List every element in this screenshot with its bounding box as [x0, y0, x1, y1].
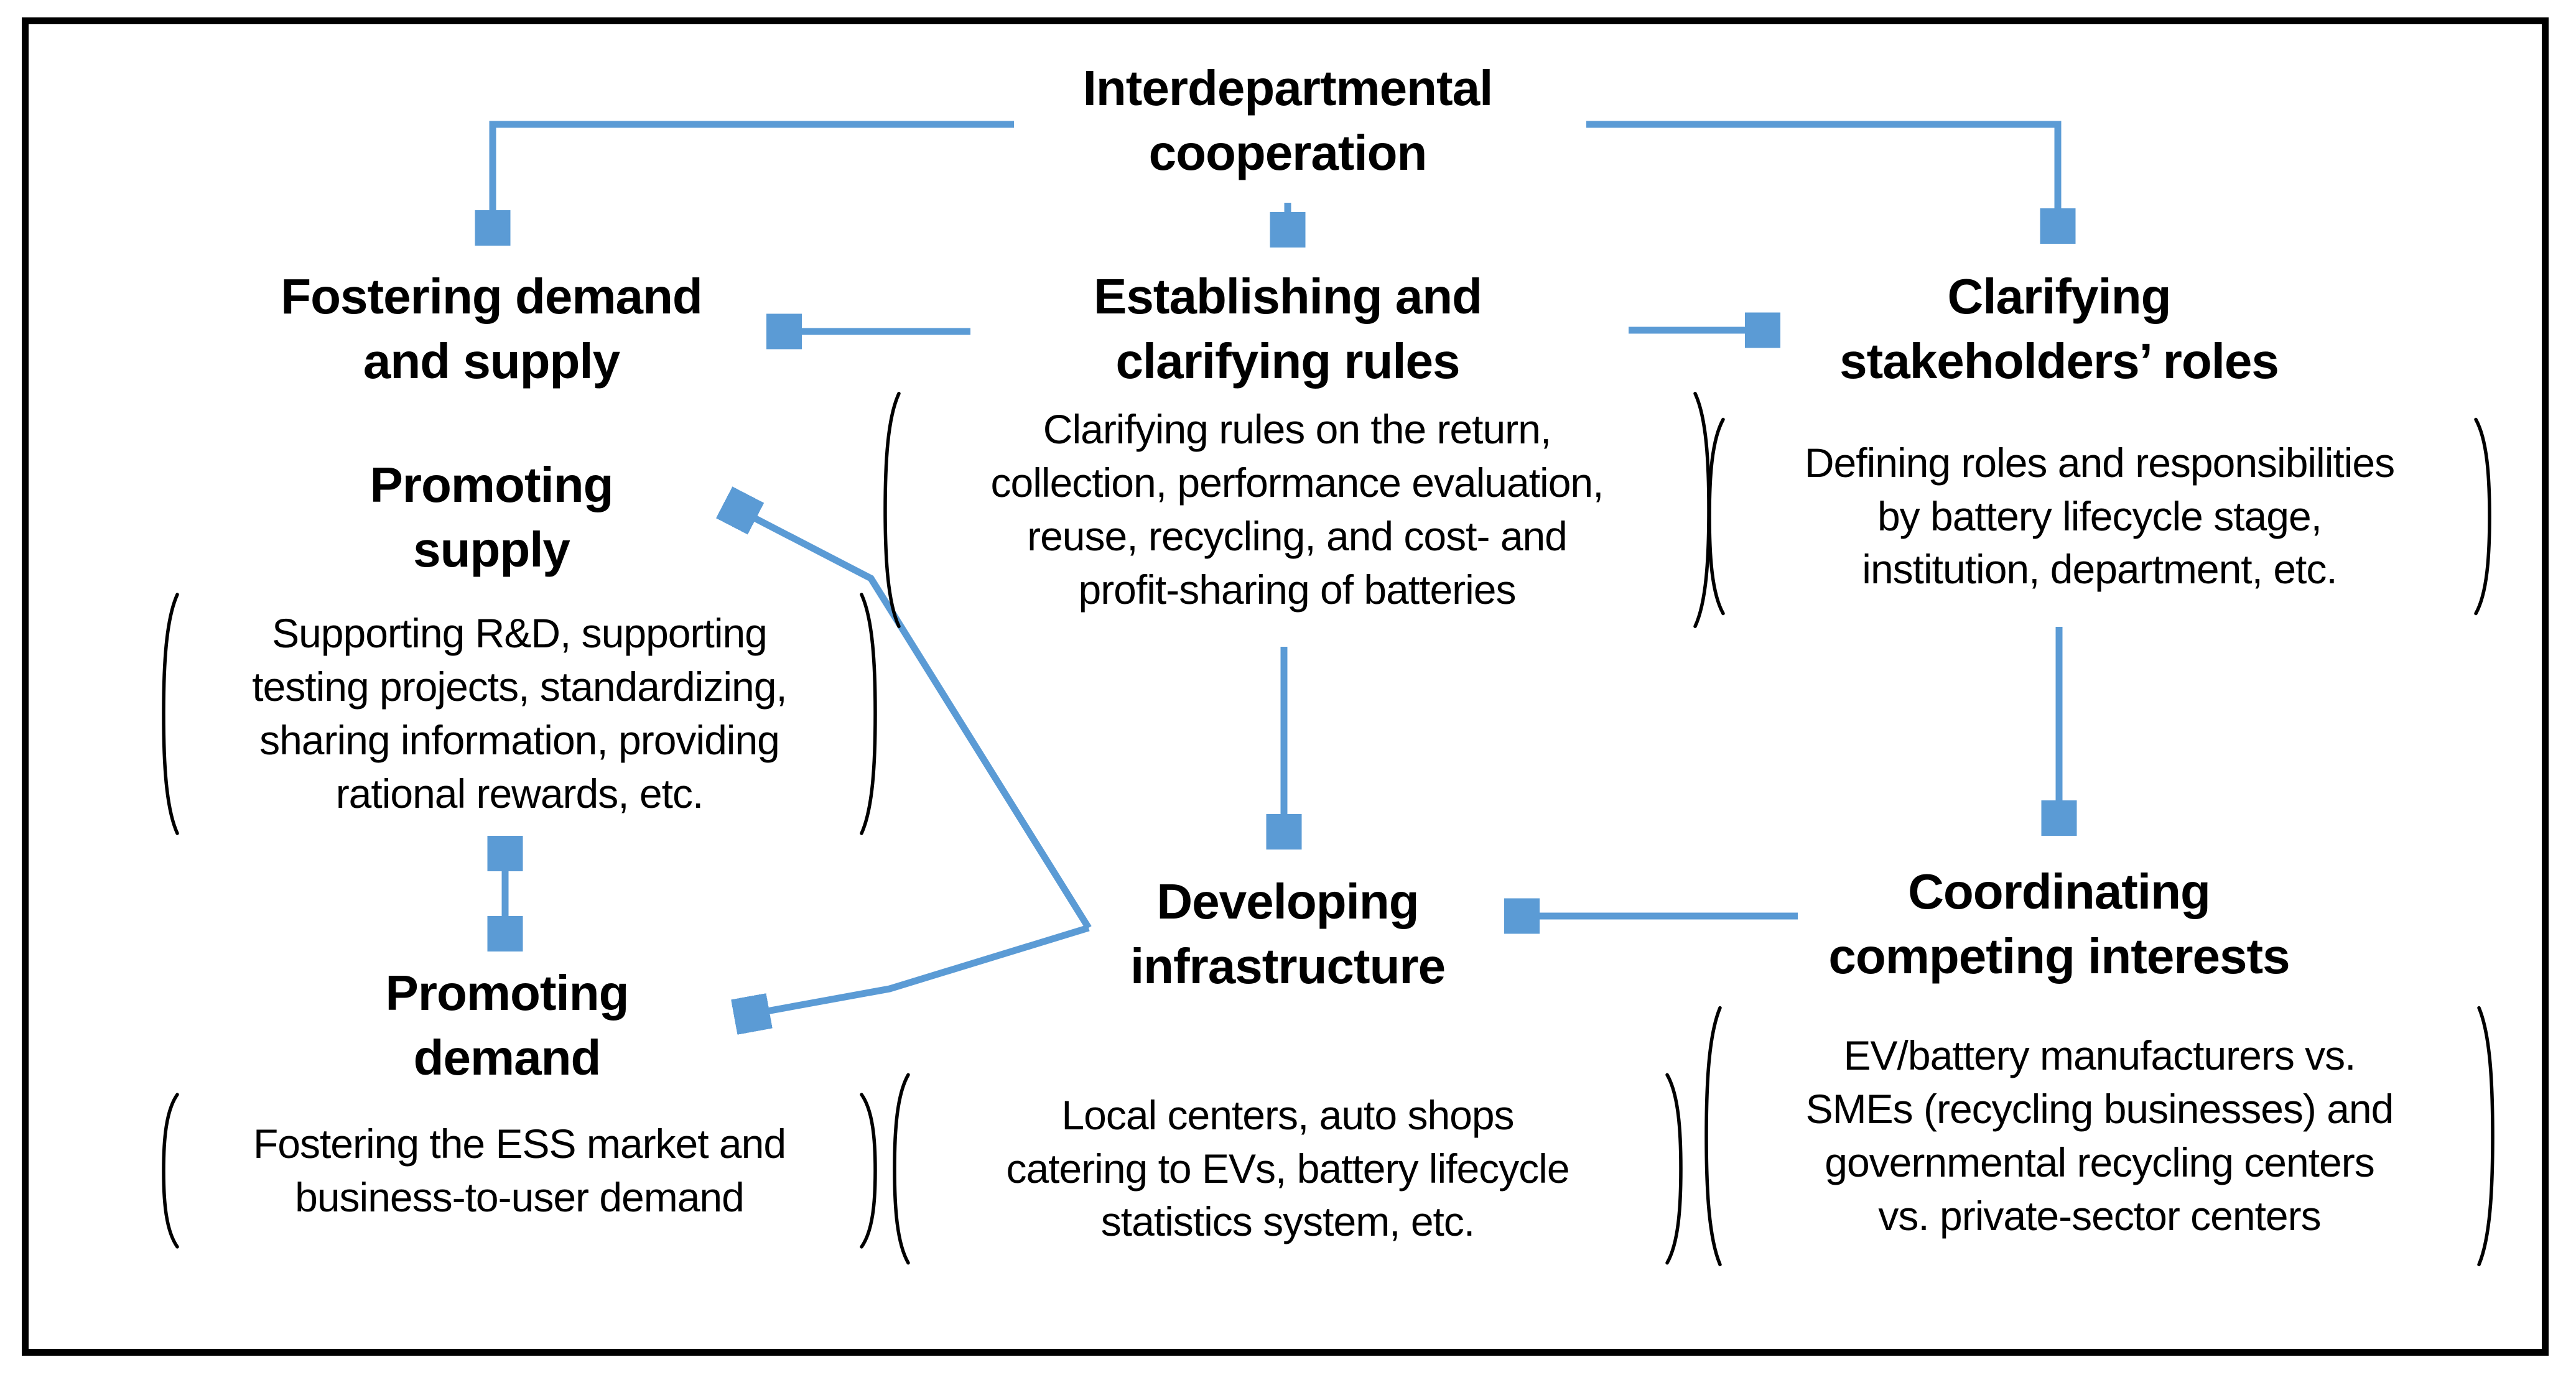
- detail-interests: EV/battery manufacturers vs. SMEs (recyc…: [1701, 1002, 2498, 1270]
- detail-demand: Fostering the ESS market and business-to…: [159, 1091, 880, 1250]
- left-paren-icon: [880, 389, 903, 631]
- detail-supply-text: Supporting R&D, supporting testing proje…: [252, 610, 787, 817]
- detail-infrastructure-text: Local centers, auto shops catering to EV…: [1006, 1091, 1569, 1245]
- node-coordinating-competing-interests: Coordinating competing interests: [1828, 864, 2290, 984]
- node-clarifying-stakeholders-roles: Clarifying stakeholders’ roles: [1839, 269, 2279, 389]
- detail-interests-text: EV/battery manufacturers vs. SMEs (recyc…: [1805, 1032, 2394, 1239]
- node-establishing-and-clarifying-rules: Establishing and clarifying rules: [1093, 269, 1482, 389]
- node-interdepartmental-cooperation: Interdepartmental cooperation: [1082, 60, 1494, 180]
- detail-infrastructure: Local centers, auto shops catering to EV…: [890, 1071, 1686, 1267]
- left-paren-icon: [890, 1071, 912, 1267]
- detail-roles-text: Defining roles and responsibilities by b…: [1804, 439, 2395, 593]
- node-fostering-demand-and-supply: Fostering demand and supply: [281, 269, 702, 389]
- diagram-border: [22, 17, 2549, 1356]
- node-promoting-supply: Promoting supply: [370, 457, 614, 577]
- detail-demand-text: Fostering the ESS market and business-to…: [253, 1120, 786, 1220]
- detail-rules-text: Clarifying rules on the return, collecti…: [990, 406, 1604, 613]
- left-paren-icon: [159, 1091, 181, 1250]
- left-paren-icon: [1701, 1002, 1724, 1270]
- right-paren-icon: [1663, 1071, 1686, 1267]
- node-promoting-demand: Promoting demand: [385, 965, 630, 1085]
- right-paren-icon: [2472, 415, 2495, 618]
- right-paren-icon: [858, 590, 880, 838]
- detail-supply: Supporting R&D, supporting testing proje…: [159, 590, 880, 838]
- left-paren-icon: [1704, 415, 1727, 618]
- left-paren-icon: [159, 590, 181, 838]
- right-paren-icon: [858, 1091, 880, 1250]
- detail-rules: Clarifying rules on the return, collecti…: [880, 389, 1714, 631]
- detail-roles: Defining roles and responsibilities by b…: [1704, 415, 2495, 618]
- right-paren-icon: [2475, 1002, 2498, 1270]
- node-developing-infrastructure: Developing infrastructure: [1130, 874, 1446, 994]
